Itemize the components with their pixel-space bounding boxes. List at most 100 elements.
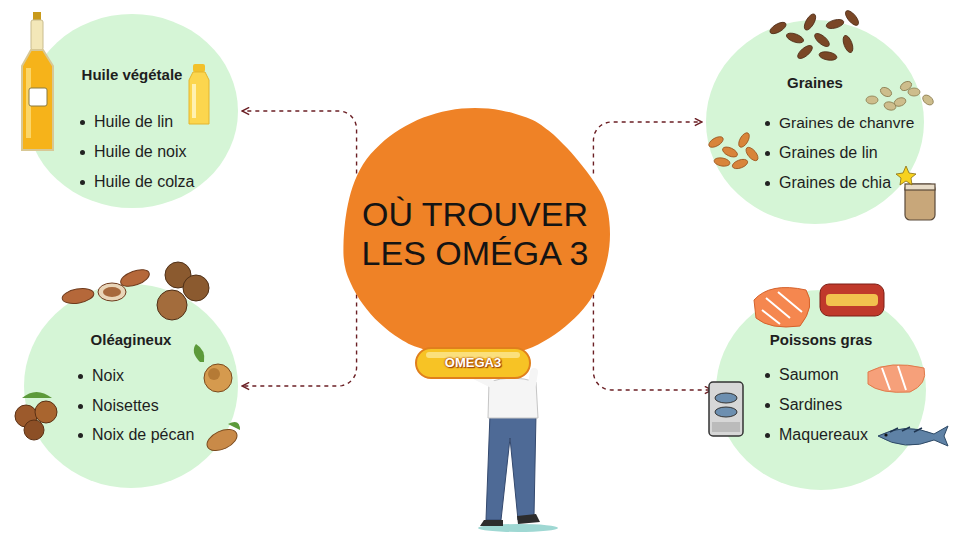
salmon-piece-part <box>882 366 906 390</box>
small-oil-bottle <box>189 64 209 124</box>
fish-can <box>709 382 743 436</box>
topic-blob: OÙ TROUVER LES OMÉGA 3 <box>340 108 610 360</box>
nut-group-part <box>183 275 209 301</box>
salmon-fillet <box>754 288 810 327</box>
pecan-icon <box>204 422 241 455</box>
bullet-dot <box>765 121 770 126</box>
category-circle: GrainesGraines de chanvreGraines de linG… <box>706 20 924 224</box>
hazelnuts-part <box>24 420 44 440</box>
hemp-seeds-part <box>883 101 897 112</box>
oil-bottle-part <box>29 88 47 106</box>
category-heading: Graines <box>706 73 924 93</box>
blob-fill <box>343 108 610 357</box>
category-circle: OléagineuxNoixNoisettesNoix de pécan <box>24 284 238 488</box>
fish-can-part <box>712 422 740 432</box>
nut-group-part <box>157 290 187 320</box>
oil-bottle-part <box>26 68 31 138</box>
dashed-arrow <box>242 111 357 174</box>
nut-group-part <box>98 283 126 301</box>
hazelnuts-part <box>22 392 52 398</box>
person-figure-part <box>488 378 538 418</box>
category-heading: Poissons gras <box>716 330 926 350</box>
bullet-dot <box>765 181 770 186</box>
flax-seeds-part <box>825 18 844 30</box>
category-circle: Huile végétaleHuile de linHuile de noixH… <box>26 14 238 208</box>
list-item: Saumon <box>779 365 839 385</box>
list-item: Noix de pécan <box>92 425 194 445</box>
seed-jar <box>896 166 935 220</box>
nut-group-part <box>103 287 121 297</box>
person-figure-part <box>476 368 492 384</box>
hemp-seeds-part <box>879 86 893 99</box>
flax-seeds-part <box>813 31 832 49</box>
bullet-dot <box>78 374 83 379</box>
category-heading: Oléagineux <box>24 330 238 350</box>
flax-seeds-part <box>841 34 855 54</box>
flax-seeds-part <box>785 31 805 45</box>
list-item: Noix <box>92 366 124 386</box>
list-item: Noisettes <box>92 396 159 416</box>
hazelnuts-part <box>35 401 57 423</box>
person-figure-part <box>503 357 522 366</box>
mackerel <box>878 426 948 446</box>
flax-seeds-part <box>843 9 861 28</box>
flax-seeds-part <box>802 12 818 32</box>
list-item: Huile de lin <box>94 112 173 132</box>
mackerel-part <box>884 433 887 436</box>
salmon-piece <box>868 365 925 393</box>
person-figure-part <box>486 414 536 520</box>
hemp-seeds <box>866 80 935 112</box>
seed-pile <box>707 131 760 170</box>
bullet-dot <box>765 433 770 438</box>
capsule-label: OMEGA3 <box>416 348 530 378</box>
salmon-piece-part <box>868 365 925 393</box>
seed-pile-part <box>721 145 739 159</box>
topic-title: OÙ TROUVER LES OMÉGA 3 <box>358 195 592 273</box>
fish-can-part <box>715 407 737 417</box>
seed-jar-part <box>896 166 916 185</box>
walnut-icon <box>194 344 232 392</box>
list-item: Maquereaux <box>779 425 868 445</box>
category-heading: Huile végétale <box>26 65 238 85</box>
bullet-dot <box>80 180 85 185</box>
dashed-arrow <box>593 294 712 390</box>
pecan-icon-part <box>228 422 240 430</box>
hemp-seeds-part <box>893 96 907 108</box>
person-figure-part <box>532 372 534 384</box>
hazelnuts-part <box>15 405 37 427</box>
bullet-dot <box>765 403 770 408</box>
flax-seeds-part <box>768 20 788 36</box>
list-item: Graines de lin <box>779 143 878 163</box>
small-oil-bottle-part <box>193 64 205 72</box>
bullet-dot <box>765 151 770 156</box>
bullet-dot <box>80 120 85 125</box>
dashed-arrow <box>242 294 357 386</box>
dashed-arrow <box>593 122 702 174</box>
sardine-tin <box>820 284 884 316</box>
walnut-icon-part <box>194 344 205 362</box>
seed-pile-part <box>737 131 752 149</box>
nut-group-part <box>61 286 95 305</box>
category-circle: Poissons grasSaumonSardinesMaquereaux <box>716 290 926 490</box>
bullet-dot <box>78 404 83 409</box>
nut-group <box>61 262 209 320</box>
person-figure-part <box>478 524 558 532</box>
flax-seeds-part <box>796 43 815 61</box>
oil-bottle <box>22 12 53 150</box>
mackerel-part <box>890 427 922 432</box>
list-item: Huile de noix <box>94 142 187 162</box>
seed-jar-part <box>905 184 935 190</box>
pecan-icon-part <box>204 425 241 455</box>
person-figure-part <box>503 358 523 378</box>
oil-bottle-part <box>31 20 43 50</box>
person-figure <box>476 357 558 532</box>
seed-pile-part <box>713 157 730 168</box>
sardine-tin-part <box>826 294 878 306</box>
sardine-tin-part <box>820 284 884 316</box>
flax-seeds <box>768 9 861 62</box>
oil-bottle-part <box>22 50 53 150</box>
list-item: Graines de chia <box>779 173 891 193</box>
omega-capsule <box>416 348 530 378</box>
seed-pile-part <box>731 158 749 171</box>
salmon-fillet-part <box>754 288 810 327</box>
